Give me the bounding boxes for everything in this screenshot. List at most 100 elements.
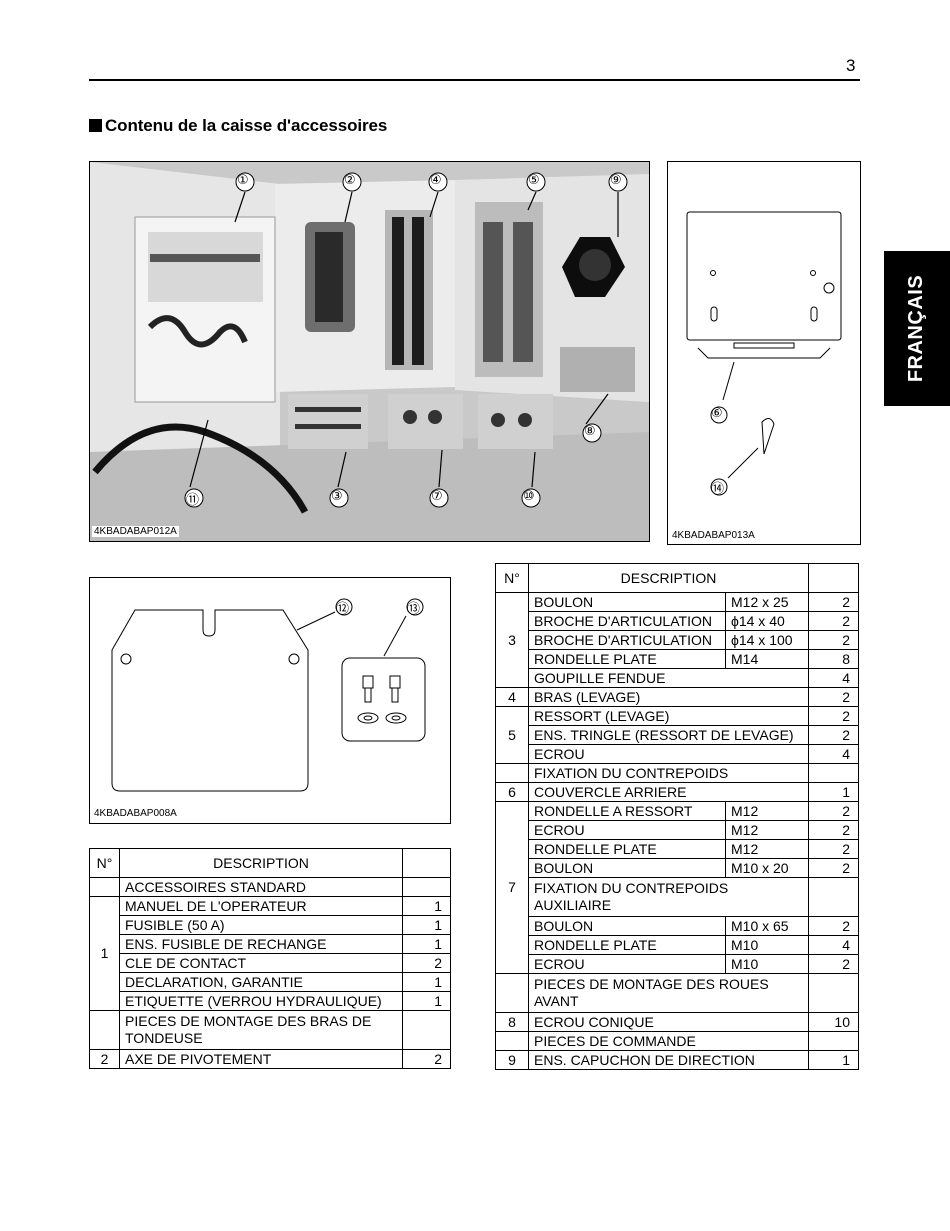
column-header-quantity <box>402 848 451 878</box>
table-row: BOULON M10 x 65 2 <box>496 916 859 936</box>
item-description: FIXATION DU CONTREPOIDS <box>528 763 809 783</box>
table-row: ACCESSOIRES STANDARD <box>89 877 451 897</box>
callout-1: ① <box>237 173 249 188</box>
item-size: M10 <box>725 935 809 955</box>
table-row: RONDELLE PLATE M14 8 <box>496 649 859 669</box>
item-quantity: 4 <box>808 744 859 764</box>
item-quantity: 4 <box>808 935 859 955</box>
rear-cover-figure: ⑥ ⑭ 4KBADABAP013A <box>667 161 861 545</box>
item-quantity: 2 <box>808 592 859 612</box>
table-row: 1 MANUEL DE L'OPERATEUR 1 <box>89 896 451 1011</box>
item-quantity: 2 <box>808 706 859 726</box>
item-size: M12 <box>725 839 809 859</box>
item-description: FIXATION DU CONTREPOIDS AUXILIAIRE <box>528 877 809 917</box>
item-description: GOUPILLE FENDUE <box>528 668 809 688</box>
table-header-row: N° DESCRIPTION <box>89 848 451 878</box>
table-row: 7 RONDELLE A RESSORT M12 2 <box>495 801 859 974</box>
table-row: CLE DE CONTACT 2 <box>90 953 451 973</box>
table-row: BOULON M10 x 20 2 <box>496 858 859 878</box>
item-description: PIECES DE COMMANDE <box>528 1031 809 1051</box>
item-quantity: 2 <box>808 820 859 840</box>
callout-8: ⑧ <box>584 424 596 439</box>
table-row: 3 BOULON M12 x 25 2 <box>495 592 859 688</box>
item-quantity: 2 <box>808 954 859 974</box>
item-number: 9 <box>495 1050 529 1070</box>
item-description: BRAS (LEVAGE) <box>528 687 809 707</box>
item-description: MANUEL DE L'OPERATEUR <box>119 896 403 916</box>
item-size: M12 <box>725 801 809 821</box>
item-description: RONDELLE PLATE <box>528 935 726 955</box>
table-row: ECROU 4 <box>496 744 859 764</box>
section-title: Contenu de la caisse d'accessoires <box>89 116 387 136</box>
column-header-number: N° <box>89 848 120 878</box>
figure-code: 4KBADABAP013A <box>670 530 757 541</box>
item-description: FUSIBLE (50 A) <box>119 915 403 935</box>
callout-10: ⑩ <box>523 489 535 504</box>
item-quantity: 2 <box>808 611 859 631</box>
item-description: BOULON <box>528 592 726 612</box>
item-number <box>89 1010 120 1050</box>
table-row: 2 AXE DE PIVOTEMENT 2 <box>89 1049 451 1069</box>
callout-6: ⑥ <box>711 406 723 421</box>
callout-12: ⑫ <box>336 602 350 617</box>
item-description: ENS. FUSIBLE DE RECHANGE <box>119 934 403 954</box>
parts-table-right: N° DESCRIPTION 3 BOULON M12 x 25 2 BROCH… <box>495 563 859 1070</box>
table-row: ECROU M12 2 <box>496 820 859 840</box>
item-quantity: 1 <box>402 896 451 916</box>
callout-9: ⑨ <box>610 173 622 188</box>
item-number: 1 <box>89 896 120 1011</box>
page-number: 3 <box>846 56 856 75</box>
callout-7: ⑦ <box>431 489 443 504</box>
callout-2: ② <box>344 173 356 188</box>
item-quantity <box>808 877 859 917</box>
item-description: ECROU CONIQUE <box>528 1012 809 1032</box>
table-row: FIXATION DU CONTREPOIDS <box>495 763 859 783</box>
callout-3: ③ <box>331 489 343 504</box>
callout-13: ⑬ <box>407 602 421 617</box>
item-quantity: 2 <box>808 801 859 821</box>
counterweight-plate-figure: ⑫ ⑬ 4KBADABAP008A <box>89 577 451 824</box>
item-number: 3 <box>495 592 529 688</box>
item-number: 6 <box>495 782 529 802</box>
item-quantity <box>402 1010 451 1050</box>
item-quantity <box>808 973 859 1013</box>
item-description: RONDELLE PLATE <box>528 839 726 859</box>
item-size: M12 x 25 <box>725 592 809 612</box>
table-row: RONDELLE PLATE M12 2 <box>496 839 859 859</box>
item-description: RONDELLE A RESSORT <box>528 801 726 821</box>
table-row: ETIQUETTE (VERROU HYDRAULIQUE) 1 <box>90 991 451 1011</box>
table-row: ENS. FUSIBLE DE RECHANGE 1 <box>90 934 451 954</box>
item-description: RONDELLE PLATE <box>528 649 726 669</box>
item-quantity <box>402 877 451 897</box>
item-description: ECROU <box>528 954 726 974</box>
item-quantity: 2 <box>402 1049 451 1069</box>
table-row: BROCHE D'ARTICULATION ϕ14 x 100 2 <box>496 630 859 650</box>
item-number <box>89 877 120 897</box>
item-size: M10 x 65 <box>725 916 809 936</box>
item-quantity: 2 <box>808 916 859 936</box>
column-header-quantity <box>808 563 859 593</box>
item-description: DECLARATION, GARANTIE <box>119 972 403 992</box>
table-row: BROCHE D'ARTICULATION ϕ14 x 40 2 <box>496 611 859 631</box>
table-row: RONDELLE PLATE M10 4 <box>496 935 859 955</box>
item-number: 4 <box>495 687 529 707</box>
item-quantity: 2 <box>808 687 859 707</box>
item-description: PIECES DE MONTAGE DES ROUES AVANT <box>528 973 809 1013</box>
table-row: 8 ECROU CONIQUE 10 <box>495 1012 859 1032</box>
figure-code: 4KBADABAP008A <box>92 808 179 819</box>
item-description: BROCHE D'ARTICULATION <box>528 611 726 631</box>
item-number: 7 <box>495 801 529 974</box>
callout-4: ④ <box>430 173 442 188</box>
item-description: BROCHE D'ARTICULATION <box>528 630 726 650</box>
item-number <box>495 763 529 783</box>
table-row: PIECES DE MONTAGE DES BRAS DE TONDEUSE <box>89 1010 451 1050</box>
callout-11: ⑪ <box>186 493 200 508</box>
square-bullet-icon <box>89 119 102 132</box>
item-quantity: 1 <box>402 991 451 1011</box>
table-row: 5 RESSORT (LEVAGE) 2 <box>495 706 859 764</box>
item-quantity: 1 <box>402 915 451 935</box>
callout-14: ⑭ <box>711 482 725 497</box>
callout-5: ⑤ <box>528 173 540 188</box>
item-description: RESSORT (LEVAGE) <box>528 706 809 726</box>
item-quantity: 2 <box>402 953 451 973</box>
